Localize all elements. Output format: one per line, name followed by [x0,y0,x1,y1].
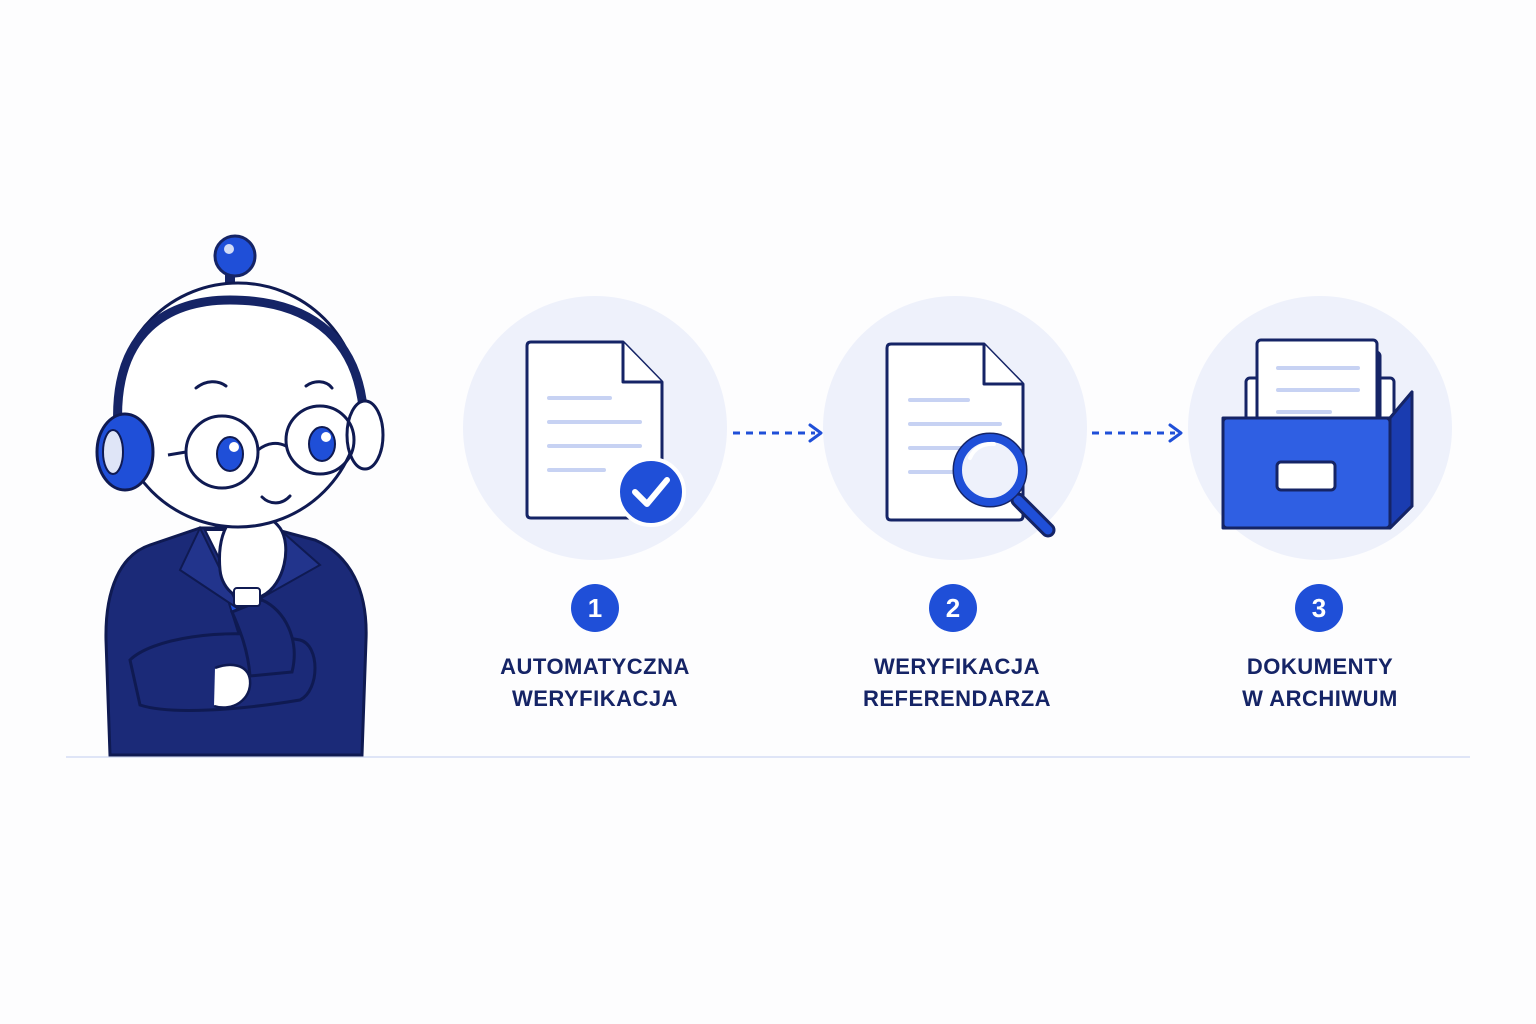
step-3-number-badge: 3 [1295,584,1343,632]
step-1-label: AUTOMATYCZNA WERYFIKACJA [445,651,745,715]
step-1-number-badge: 1 [571,584,619,632]
document-magnifier-icon [885,342,1056,538]
document-check-icon [525,340,686,527]
step-2-label-line-1: WERYFIKACJA [873,654,1041,679]
step-3-label-line-1: DOKUMENTY [1246,654,1394,679]
magnifier-icon [952,432,1056,538]
dashed-arrow-right-icon [1092,423,1183,443]
dashed-arrow-right-icon [733,423,823,443]
step-2-label: WERYFIKACJA REFERENDARZA [807,651,1107,715]
suit-body [104,511,368,757]
step-2-label-line-2: REFERENDARZA [862,686,1052,711]
archive-box-icon [1221,338,1414,530]
step-2-number-badge: 2 [929,584,977,632]
step-1-label-line-2: WERYFIKACJA [511,686,679,711]
robot-consultant-mascot [95,234,385,757]
mascot-head [95,281,385,529]
step-1-label-line-1: AUTOMATYCZNA [500,654,690,679]
step-3-label: DOKUMENTY W ARCHIWUM [1170,651,1470,715]
archive-label-slot [1275,460,1337,492]
headphones-icon [95,399,385,492]
check-badge-icon [616,457,686,527]
glasses-icon [167,404,356,490]
step-3-label-line-2: W ARCHIWUM [1242,686,1398,711]
